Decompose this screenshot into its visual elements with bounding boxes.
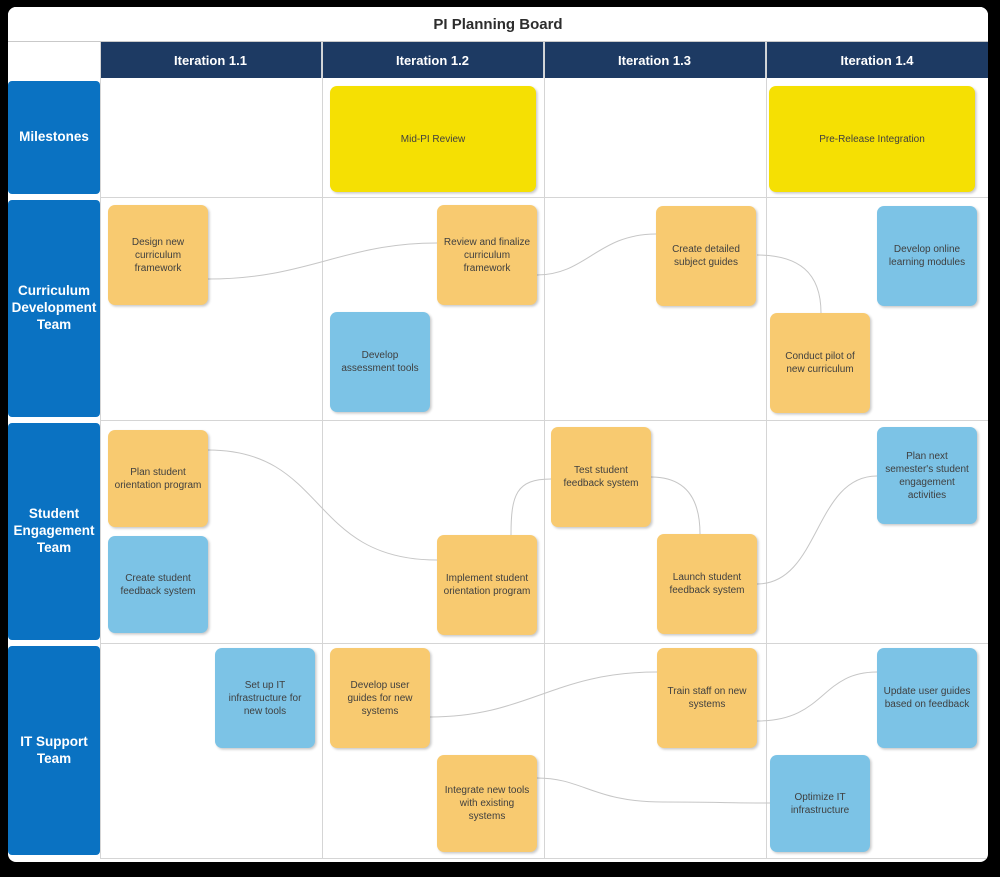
column-header-iteration-1-4[interactable]: Iteration 1.4 <box>766 42 988 78</box>
card-design-new-curriculum-framework[interactable]: Design new curriculum framework <box>108 205 208 305</box>
card-label: Update user guides based on feedback <box>883 686 971 710</box>
connector-test-student-feedback-system-to-launch-student-feedback-system <box>650 476 701 535</box>
column-grid-line <box>322 42 323 858</box>
card-label: Train staff on new systems <box>667 686 747 710</box>
corner-cell <box>8 42 100 78</box>
connector-integrate-new-tools-with-existing-systems-to-optimize-it-infrastructure <box>536 777 771 804</box>
card-label: Develop user guides for new systems <box>347 679 413 717</box>
row-header-label: IT Support Team <box>20 733 88 766</box>
row-grid-line <box>100 858 988 859</box>
card-develop-assessment-tools[interactable]: Develop assessment tools <box>330 312 430 412</box>
card-train-staff-on-new-systems[interactable]: Train staff on new systems <box>657 648 757 748</box>
row-header-student-engagement-team[interactable]: Student Engagement Team <box>8 423 100 640</box>
card-label: Plan student orientation program <box>114 466 202 491</box>
card-label: Pre-Release Integration <box>819 133 925 145</box>
card-develop-user-guides-for-new-systems[interactable]: Develop user guides for new systems <box>330 648 430 748</box>
card-set-up-it-infrastructure-for-new-tools[interactable]: Set up IT infrastructure for new tools <box>215 648 315 748</box>
column-header-label: Iteration 1.4 <box>840 52 914 68</box>
column-header-iteration-1-3[interactable]: Iteration 1.3 <box>544 42 766 78</box>
card-label: Optimize IT infrastructure <box>790 791 850 816</box>
pi-planning-board: PI Planning Board Iteration 1.1 Iteration… <box>8 7 988 862</box>
board-title-bar: PI Planning Board <box>8 7 988 42</box>
card-label: Create student feedback system <box>120 572 196 597</box>
card-create-student-feedback-system[interactable]: Create student feedback system <box>108 536 208 633</box>
column-header-label: Iteration 1.1 <box>174 52 247 68</box>
card-label: Integrate new tools with existing system… <box>444 785 530 822</box>
column-header-label: Iteration 1.2 <box>396 52 469 68</box>
card-label: Develop online learning modules <box>888 244 966 268</box>
column-grid-line <box>766 42 767 858</box>
card-implement-student-orientation-program[interactable]: Implement student orientation program <box>437 535 537 635</box>
card-launch-student-feedback-system[interactable]: Launch student feedback system <box>657 534 757 634</box>
card-update-user-guides-based-on-feedback[interactable]: Update user guides based on feedback <box>877 648 977 748</box>
card-optimize-it-infrastructure[interactable]: Optimize IT infrastructure <box>770 755 870 852</box>
column-grid-line <box>544 42 545 858</box>
card-integrate-new-tools-with-existing-systems[interactable]: Integrate new tools with existing system… <box>437 755 537 852</box>
row-header-milestones[interactable]: Milestones <box>8 81 100 194</box>
card-mid-pi-review[interactable]: Mid-PI Review <box>330 86 536 192</box>
card-label: Conduct pilot of new curriculum <box>785 351 855 375</box>
card-label: Mid-PI Review <box>400 133 466 145</box>
connector-train-staff-on-new-systems-to-update-user-guides-based-on-feedback <box>756 671 878 722</box>
card-label: Develop assessment tools <box>341 350 419 374</box>
card-pre-release-integration[interactable]: Pre-Release Integration <box>769 86 975 192</box>
row-header-it-support-team[interactable]: IT Support Team <box>8 646 100 855</box>
card-plan-next-semesters-student-engagement-activities[interactable]: Plan next semester's student engagement … <box>877 427 977 524</box>
card-develop-online-learning-modules[interactable]: Develop online learning modules <box>877 206 977 306</box>
card-conduct-pilot-of-new-curriculum[interactable]: Conduct pilot of new curriculum <box>770 313 870 413</box>
row-header-label: Curriculum Development Team <box>11 283 97 332</box>
column-header-iteration-1-1[interactable]: Iteration 1.1 <box>100 42 322 78</box>
row-grid-line <box>100 643 988 644</box>
column-header-iteration-1-2[interactable]: Iteration 1.2 <box>322 42 544 78</box>
row-grid-line <box>100 197 988 198</box>
card-label: Set up IT infrastructure for new tools <box>228 679 302 717</box>
row-header-curriculum-development-team[interactable]: Curriculum Development Team <box>8 200 100 417</box>
connector-review-and-finalize-curriculum-framework-to-create-detailed-subject-guides <box>536 233 657 276</box>
card-label: Create detailed subject guides <box>672 244 740 268</box>
card-create-detailed-subject-guides[interactable]: Create detailed subject guides <box>656 206 756 306</box>
card-label: Implement student orientation program <box>443 573 531 597</box>
card-label: Review and finalize curriculum framework <box>443 236 531 274</box>
connector-implement-student-orientation-program-to-test-student-feedback-system <box>510 478 552 536</box>
card-label: Design new curriculum framework <box>131 236 185 274</box>
card-plan-student-orientation-program[interactable]: Plan student orientation program <box>108 430 208 527</box>
column-header-label: Iteration 1.3 <box>618 52 691 68</box>
row-header-label: Milestones <box>19 129 89 145</box>
card-test-student-feedback-system[interactable]: Test student feedback system <box>551 427 651 527</box>
card-label: Test student feedback system <box>563 465 639 489</box>
page-title: PI Planning Board <box>433 15 563 33</box>
column-grid-line <box>100 42 101 858</box>
card-label: Plan next semester's student engagement … <box>885 450 969 501</box>
card-label: Launch student feedback system <box>669 572 745 596</box>
card-review-and-finalize-curriculum-framework[interactable]: Review and finalize curriculum framework <box>437 205 537 305</box>
row-grid-line <box>100 420 988 421</box>
row-header-label: Student Engagement Team <box>13 506 95 555</box>
connector-launch-student-feedback-system-to-plan-next-semesters-student-engagement-activities <box>756 475 878 585</box>
